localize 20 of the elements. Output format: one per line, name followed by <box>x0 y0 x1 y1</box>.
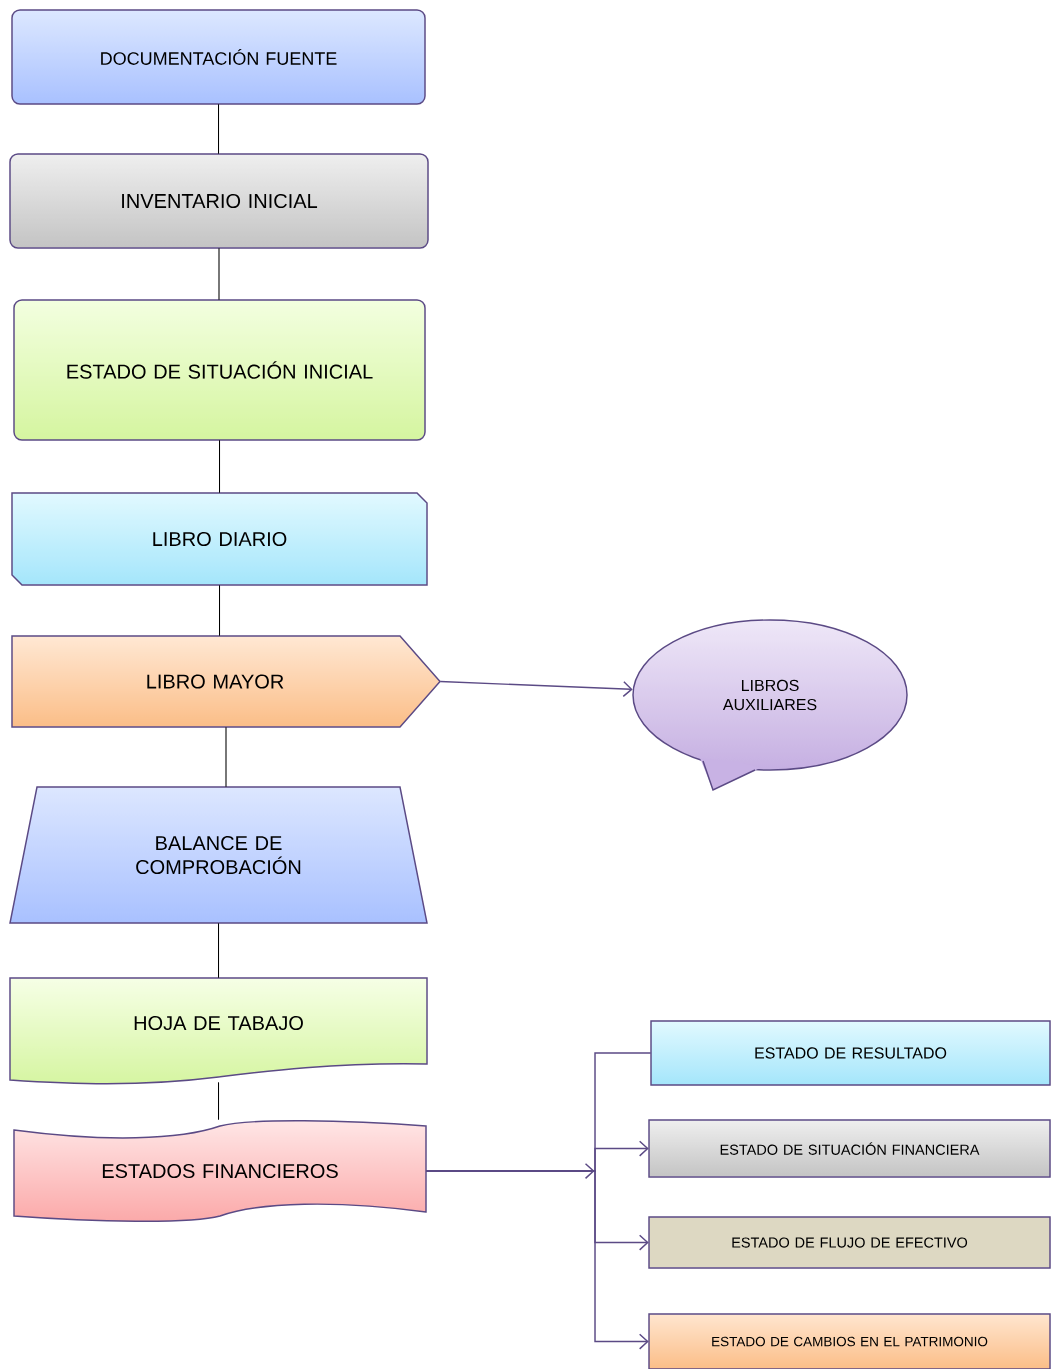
connector-line <box>218 247 220 301</box>
process-box: ESTADO DE FLUJO DE EFECTIVO <box>648 1216 1051 1269</box>
trapezoid-box: BALANCE DE COMPROBACIÓN <box>9 786 428 924</box>
arrow <box>425 1170 649 1350</box>
connector-line <box>218 584 221 637</box>
connector-line <box>217 1081 220 1121</box>
process-box: DOCUMENTACIÓN FUENTE <box>11 9 426 105</box>
process-box: ESTADO DE RESULTADO <box>650 1020 1051 1086</box>
process-box: ESTADO DE SITUACIÓN FINANCIERA <box>648 1119 1051 1178</box>
connector-line <box>218 439 221 494</box>
snipped-box: LIBRO DIARIO <box>11 492 428 586</box>
process-box: ESTADO DE SITUACIÓN INICIAL <box>13 299 426 441</box>
arrow <box>439 680 633 698</box>
connector-line <box>217 922 220 979</box>
process-box: ESTADO DE CAMBIOS EN EL PATRIMONIO <box>648 1313 1051 1369</box>
connector-line <box>217 103 220 155</box>
speech-bubble: LIBROS AUXILIARES <box>632 619 908 792</box>
process-box: INVENTARIO INICIAL <box>9 153 429 249</box>
pentagon-arrow-box: LIBRO MAYOR <box>11 635 441 728</box>
connector-line <box>225 726 227 788</box>
